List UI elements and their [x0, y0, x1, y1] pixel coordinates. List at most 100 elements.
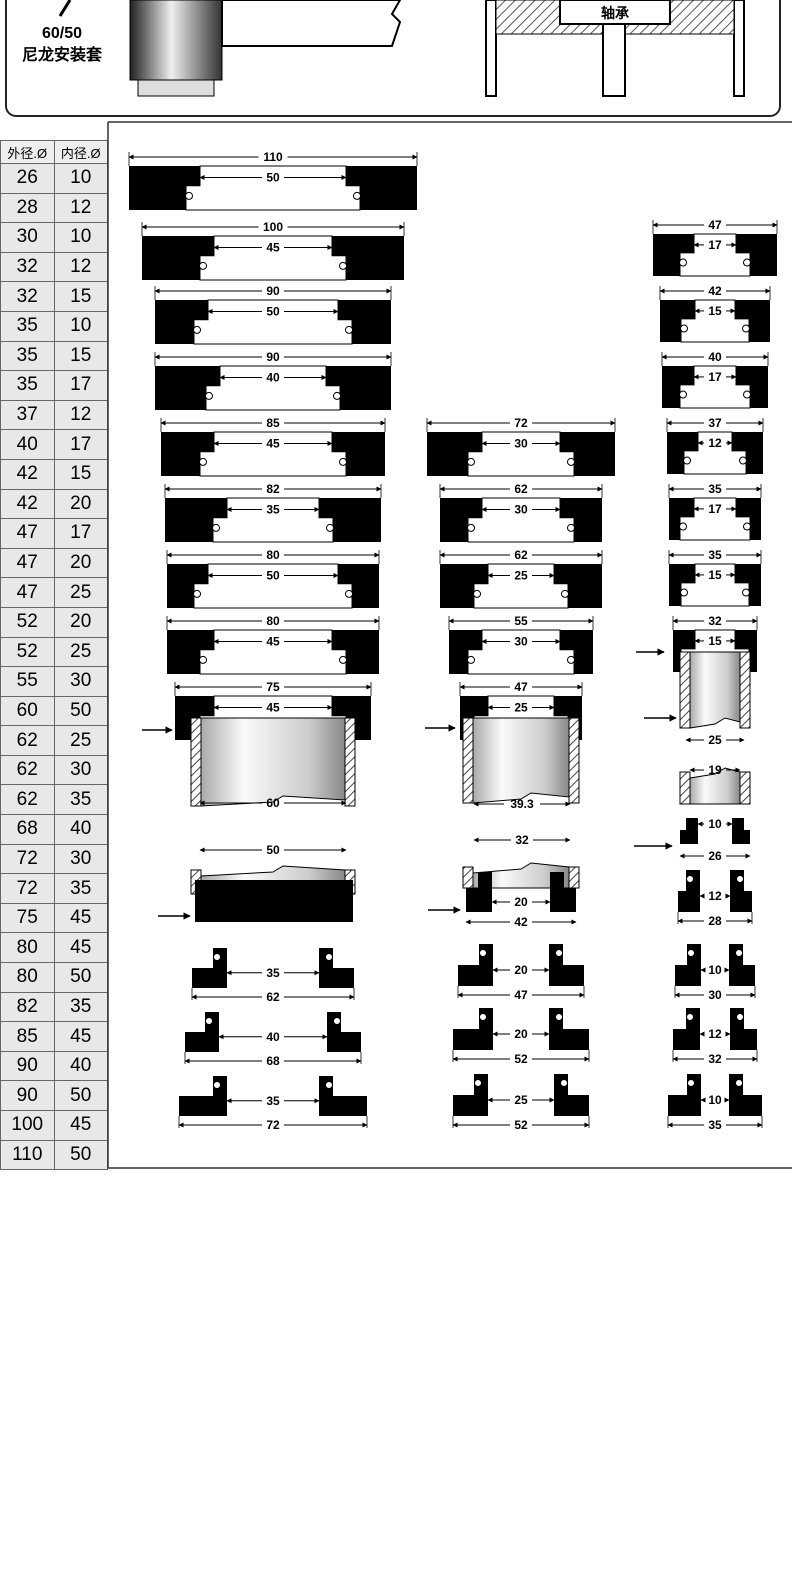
seal-inner-dimension: 15: [694, 568, 736, 582]
outer-diameter-cell: 30: [0, 222, 55, 253]
seal-outer-dimension: 40: [661, 350, 769, 364]
seal-outer-label: 32: [708, 614, 722, 628]
bottom-seal-outer-dimension: 68: [184, 1054, 362, 1068]
seal-outer-dimension: 62: [439, 482, 603, 496]
sleeve-wall-hatch: [679, 651, 691, 729]
bottom-seal-inner-dimension: 35: [226, 966, 320, 980]
sleeve2-upper-dia-label: 39.3: [510, 797, 534, 811]
seal-inner-dimension: 17: [693, 502, 737, 516]
base3-inner-label: 10: [708, 817, 722, 831]
base-seal-right: [550, 872, 576, 912]
spring-ring: [199, 655, 207, 664]
seal-outer-label: 37: [708, 416, 722, 430]
base-seal-left: [466, 872, 492, 912]
seal-outer-dimension: 90: [154, 350, 392, 364]
bottom-seal-outer-label: 62: [266, 990, 280, 1004]
sleeve-upper-dia-label: 60: [266, 796, 280, 810]
seal-outer-label: 90: [266, 350, 280, 364]
bottom-seal-profile: [678, 870, 752, 912]
outer-diameter-cell: 90: [0, 1050, 55, 1082]
bottom-seal-outer-dimension: 52: [452, 1118, 590, 1132]
seal-inner-label: 25: [514, 700, 528, 714]
spring-ring: [345, 325, 353, 334]
sleeve2-lower-dia-label: 32: [515, 833, 529, 847]
seal-inner-label: 40: [266, 370, 280, 384]
seal-inner-dimension: 30: [481, 436, 561, 450]
spring-ring: [213, 1081, 221, 1089]
diagram-frame: [107, 121, 792, 1169]
seal-outer-dimension: 35: [668, 548, 762, 562]
seal-half-right: [319, 948, 354, 988]
seal-outer-label: 62: [514, 548, 528, 562]
seal-outer-dimension: 47: [459, 680, 583, 694]
seal-outer-label: 62: [514, 482, 528, 496]
bottom-seal-profile: [675, 944, 755, 986]
seal-outer-label: 47: [514, 680, 528, 694]
bottom-seal-outer-label: 28: [708, 914, 722, 928]
seal-outer-label: 100: [263, 220, 283, 234]
base3-outer-label: 26: [708, 849, 722, 863]
bottom-seal-inner-label: 20: [514, 1027, 528, 1041]
inner-diameter-cell: 17: [53, 370, 108, 401]
spring-ring: [333, 391, 341, 400]
seal-inner-dimension: 30: [481, 634, 561, 648]
base2-inner-dimension: 20: [491, 895, 551, 909]
outer-diameter-cell: 35: [0, 310, 55, 342]
seal-half-left: [453, 1008, 493, 1050]
outer-diameter-cell: 62: [0, 784, 55, 816]
bottom-seal-outer-dimension: 62: [191, 990, 355, 1004]
outer-diameter-cell: 72: [0, 873, 55, 904]
sleeve-lower-dia-dimension: 50: [199, 843, 347, 857]
bottom-seal-inner-label: 20: [514, 963, 528, 977]
sleeve-wall-hatch: [462, 866, 474, 889]
bottom-seal-outer-dimension: 72: [178, 1118, 368, 1132]
seal-inner-dimension: 45: [213, 634, 333, 648]
seal-inner-label: 45: [266, 634, 280, 648]
bottom-seal-inner-dimension: 25: [487, 1093, 555, 1107]
seal-outer-dimension: 62: [439, 548, 603, 562]
seal-outer-dimension: 110: [128, 150, 418, 164]
seal-outer-label: 40: [708, 350, 722, 364]
seal-outer-dimension: 100: [141, 220, 405, 234]
sleeve-wall-hatch: [462, 717, 474, 804]
seal-outer-label: 35: [708, 482, 722, 496]
seal-half-right: [549, 944, 584, 986]
seal-inner-dimension: 25: [487, 568, 555, 582]
bottom-seal-outer-label: 35: [708, 1118, 722, 1132]
seal-outer-label: 80: [266, 614, 280, 628]
base3-inner-dimension: 10: [697, 817, 733, 831]
bottom-seal-inner-dimension: 10: [700, 1093, 730, 1107]
seal-outer-label: 35: [708, 548, 722, 562]
bottom-seal-inner-dimension: 12: [699, 889, 731, 903]
spring-ring: [205, 1017, 213, 1025]
bottom-seal-outer-dimension: 32: [672, 1052, 758, 1066]
bottom-seal-inner-label: 10: [708, 1093, 722, 1107]
seal-inner-dimension: 25: [487, 700, 555, 714]
bottom-seal-profile: [453, 1074, 589, 1116]
bearing-box: [559, 0, 671, 25]
inner-diameter-cell: 45: [53, 1021, 108, 1052]
sleeve2-upper-dia-dimension: 39.3: [473, 797, 571, 811]
seal-half-right: [729, 1074, 762, 1116]
bottom-seal-profile: [192, 948, 354, 988]
outer-diameter-cell: 55: [0, 666, 55, 697]
seal-half-left: [179, 1076, 227, 1116]
inner-diameter-cell: 30: [53, 754, 108, 786]
spring-ring: [467, 457, 475, 466]
seal-inner-dimension: 40: [219, 370, 327, 384]
bottom-seal-outer-label: 52: [514, 1118, 528, 1132]
sleeve-lower-dia-label: 50: [266, 843, 280, 857]
inner-diameter-cell: 12: [53, 251, 108, 283]
seal-half-right: [730, 1008, 757, 1050]
spring-ring: [679, 258, 687, 267]
inner-diameter-cell: 45: [53, 902, 108, 934]
spring-ring: [193, 589, 201, 598]
